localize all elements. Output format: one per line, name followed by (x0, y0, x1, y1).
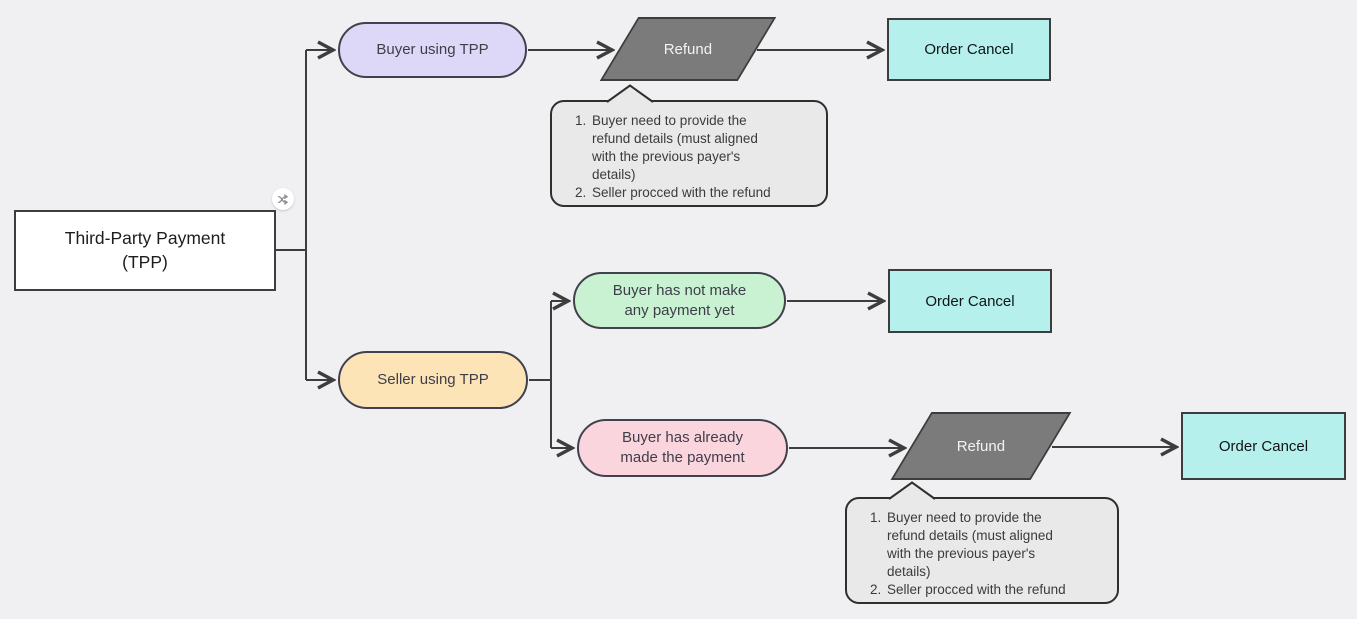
node-label: Seller using TPP (377, 371, 489, 389)
node-order-cancel-bottom[interactable]: Order Cancel (1181, 412, 1346, 480)
note-item: Buyer need to provide the refund details… (590, 112, 782, 184)
node-label: Order Cancel (925, 292, 1015, 310)
node-third-party-payment[interactable]: Third-Party Payment (TPP) (14, 210, 276, 291)
note-tail (606, 84, 654, 103)
note-list: Buyer need to provide the refund details… (861, 509, 1073, 599)
node-buyer-using-tpp[interactable]: Buyer using TPP (338, 22, 527, 78)
note-refund-steps-bottom[interactable]: Buyer need to provide the refund details… (845, 497, 1119, 604)
node-no-payment-yet[interactable]: Buyer has not make any payment yet (573, 272, 786, 329)
shuffle-icon[interactable] (272, 188, 294, 210)
node-label: Buyer using TPP (376, 41, 489, 59)
node-seller-using-tpp[interactable]: Seller using TPP (338, 351, 528, 409)
node-label: Buyer has already made the payment (620, 429, 745, 466)
node-label: Order Cancel (924, 41, 1014, 58)
node-payment-made[interactable]: Buyer has already made the payment (577, 419, 788, 477)
node-label: Refund (956, 437, 1006, 455)
note-tail (888, 481, 936, 500)
shuffle-icon-glyph (277, 193, 288, 205)
node-label: Order Cancel (1218, 437, 1309, 455)
note-refund-steps-top[interactable]: Buyer need to provide the refund details… (550, 100, 828, 207)
node-order-cancel-top[interactable]: Order Cancel (887, 18, 1051, 81)
node-label: Refund (663, 40, 713, 58)
node-order-cancel-mid[interactable]: Order Cancel (888, 269, 1052, 333)
note-list: Buyer need to provide the refund details… (566, 112, 782, 202)
note-item: Buyer need to provide the refund details… (885, 509, 1073, 581)
note-item: Seller procced with the refund (885, 581, 1073, 599)
node-label: Third-Party Payment (TPP) (64, 227, 226, 272)
note-item: Seller procced with the refund (590, 184, 782, 202)
node-label: Buyer has not make any payment yet (612, 281, 747, 319)
